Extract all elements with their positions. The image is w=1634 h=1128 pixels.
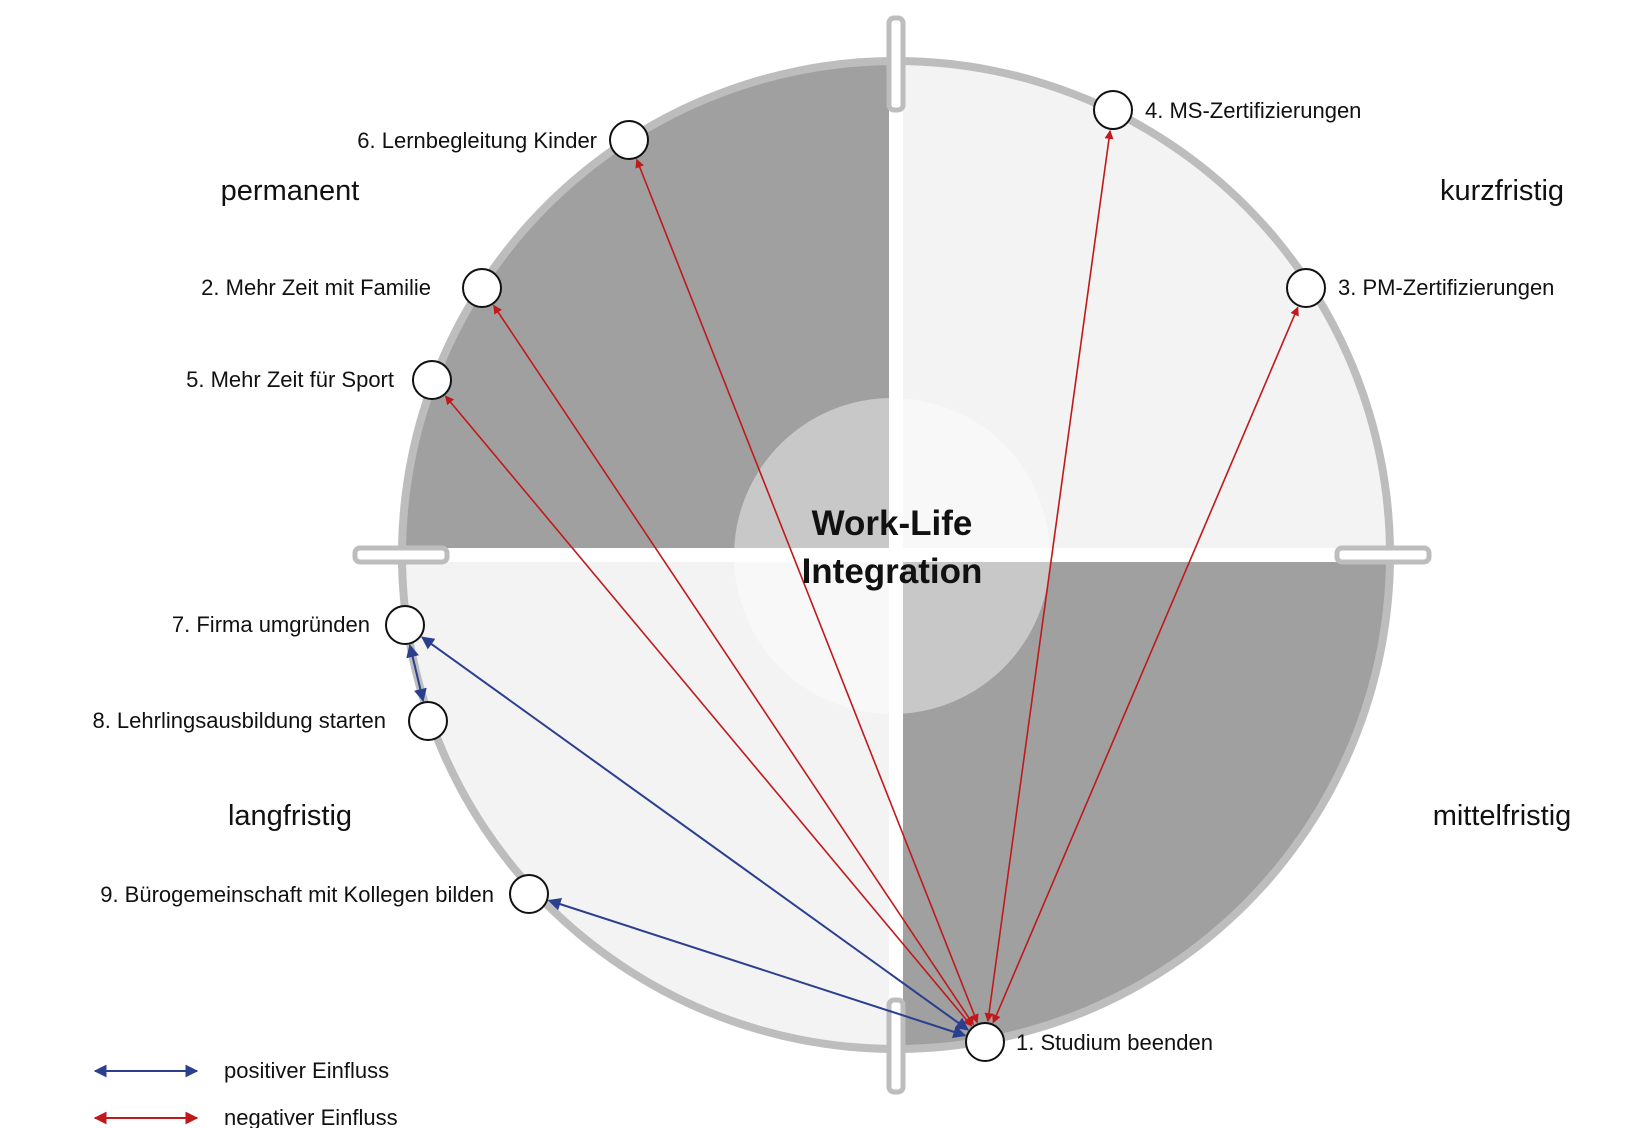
node-2: 2. Mehr Zeit mit Familie — [201, 268, 502, 308]
node-6: 6. Lernbegleitung Kinder — [357, 120, 649, 160]
node-1-circle — [965, 1022, 1005, 1062]
divider-tab-left — [352, 545, 450, 565]
node-3-circle — [1286, 268, 1326, 308]
node-9-circle — [509, 874, 549, 914]
node-8: 8. Lehrlingsausbildung starten — [92, 701, 448, 741]
edge-layer — [406, 129, 1299, 1039]
node-4-label: 4. MS-Zertifizierungen — [1145, 98, 1361, 123]
node-7-circle — [385, 605, 425, 645]
node-6-circle — [609, 120, 649, 160]
node-1: 1. Studium beenden — [965, 1022, 1213, 1062]
node-2-label: 2. Mehr Zeit mit Familie — [201, 275, 431, 300]
quadrant-label-kurzfristig: kurzfristig — [1440, 175, 1564, 207]
edge-n7-n8 — [406, 644, 427, 702]
node-8-label: 8. Lehrlingsausbildung starten — [92, 708, 386, 733]
node-4-circle — [1093, 90, 1133, 130]
node-9: 9. Bürogemeinschaft mit Kollegen bilden — [100, 874, 549, 914]
node-5-label: 5. Mehr Zeit für Sport — [186, 367, 394, 392]
node-9-label: 9. Bürogemeinschaft mit Kollegen bilden — [100, 882, 494, 907]
node-7: 7. Firma umgründen — [172, 605, 425, 645]
divider-tab-top — [886, 15, 906, 113]
node-8-circle — [408, 701, 448, 741]
quadrant-label-mittelfristig: mittelfristig — [1433, 800, 1572, 832]
legend: positiver Einfluss negativer Einfluss — [93, 1058, 398, 1128]
node-6-label: 6. Lernbegleitung Kinder — [357, 128, 597, 153]
node-5: 5. Mehr Zeit für Sport — [186, 360, 452, 400]
node-1-label: 1. Studium beenden — [1016, 1030, 1213, 1055]
node-5-circle — [412, 360, 452, 400]
quadrant-label-permanent: permanent — [221, 175, 360, 207]
legend-negative-label: negativer Einfluss — [224, 1105, 398, 1128]
node-4: 4. MS-Zertifizierungen — [1093, 90, 1361, 130]
center-title-line1: Work-Life — [812, 504, 973, 543]
node-3-label: 3. PM-Zertifizierungen — [1338, 275, 1554, 300]
quadrant-label-langfristig: langfristig — [228, 800, 352, 832]
edge-n1-n9 — [547, 897, 967, 1039]
node-2-circle — [462, 268, 502, 308]
legend-positive-label: positiver Einfluss — [224, 1058, 389, 1083]
center-title-line2: Integration — [802, 552, 983, 591]
divider-tab-right — [1334, 545, 1432, 565]
edge-n1-n3 — [992, 306, 1299, 1024]
node-7-label: 7. Firma umgründen — [172, 612, 370, 637]
node-3: 3. PM-Zertifizierungen — [1286, 268, 1554, 308]
